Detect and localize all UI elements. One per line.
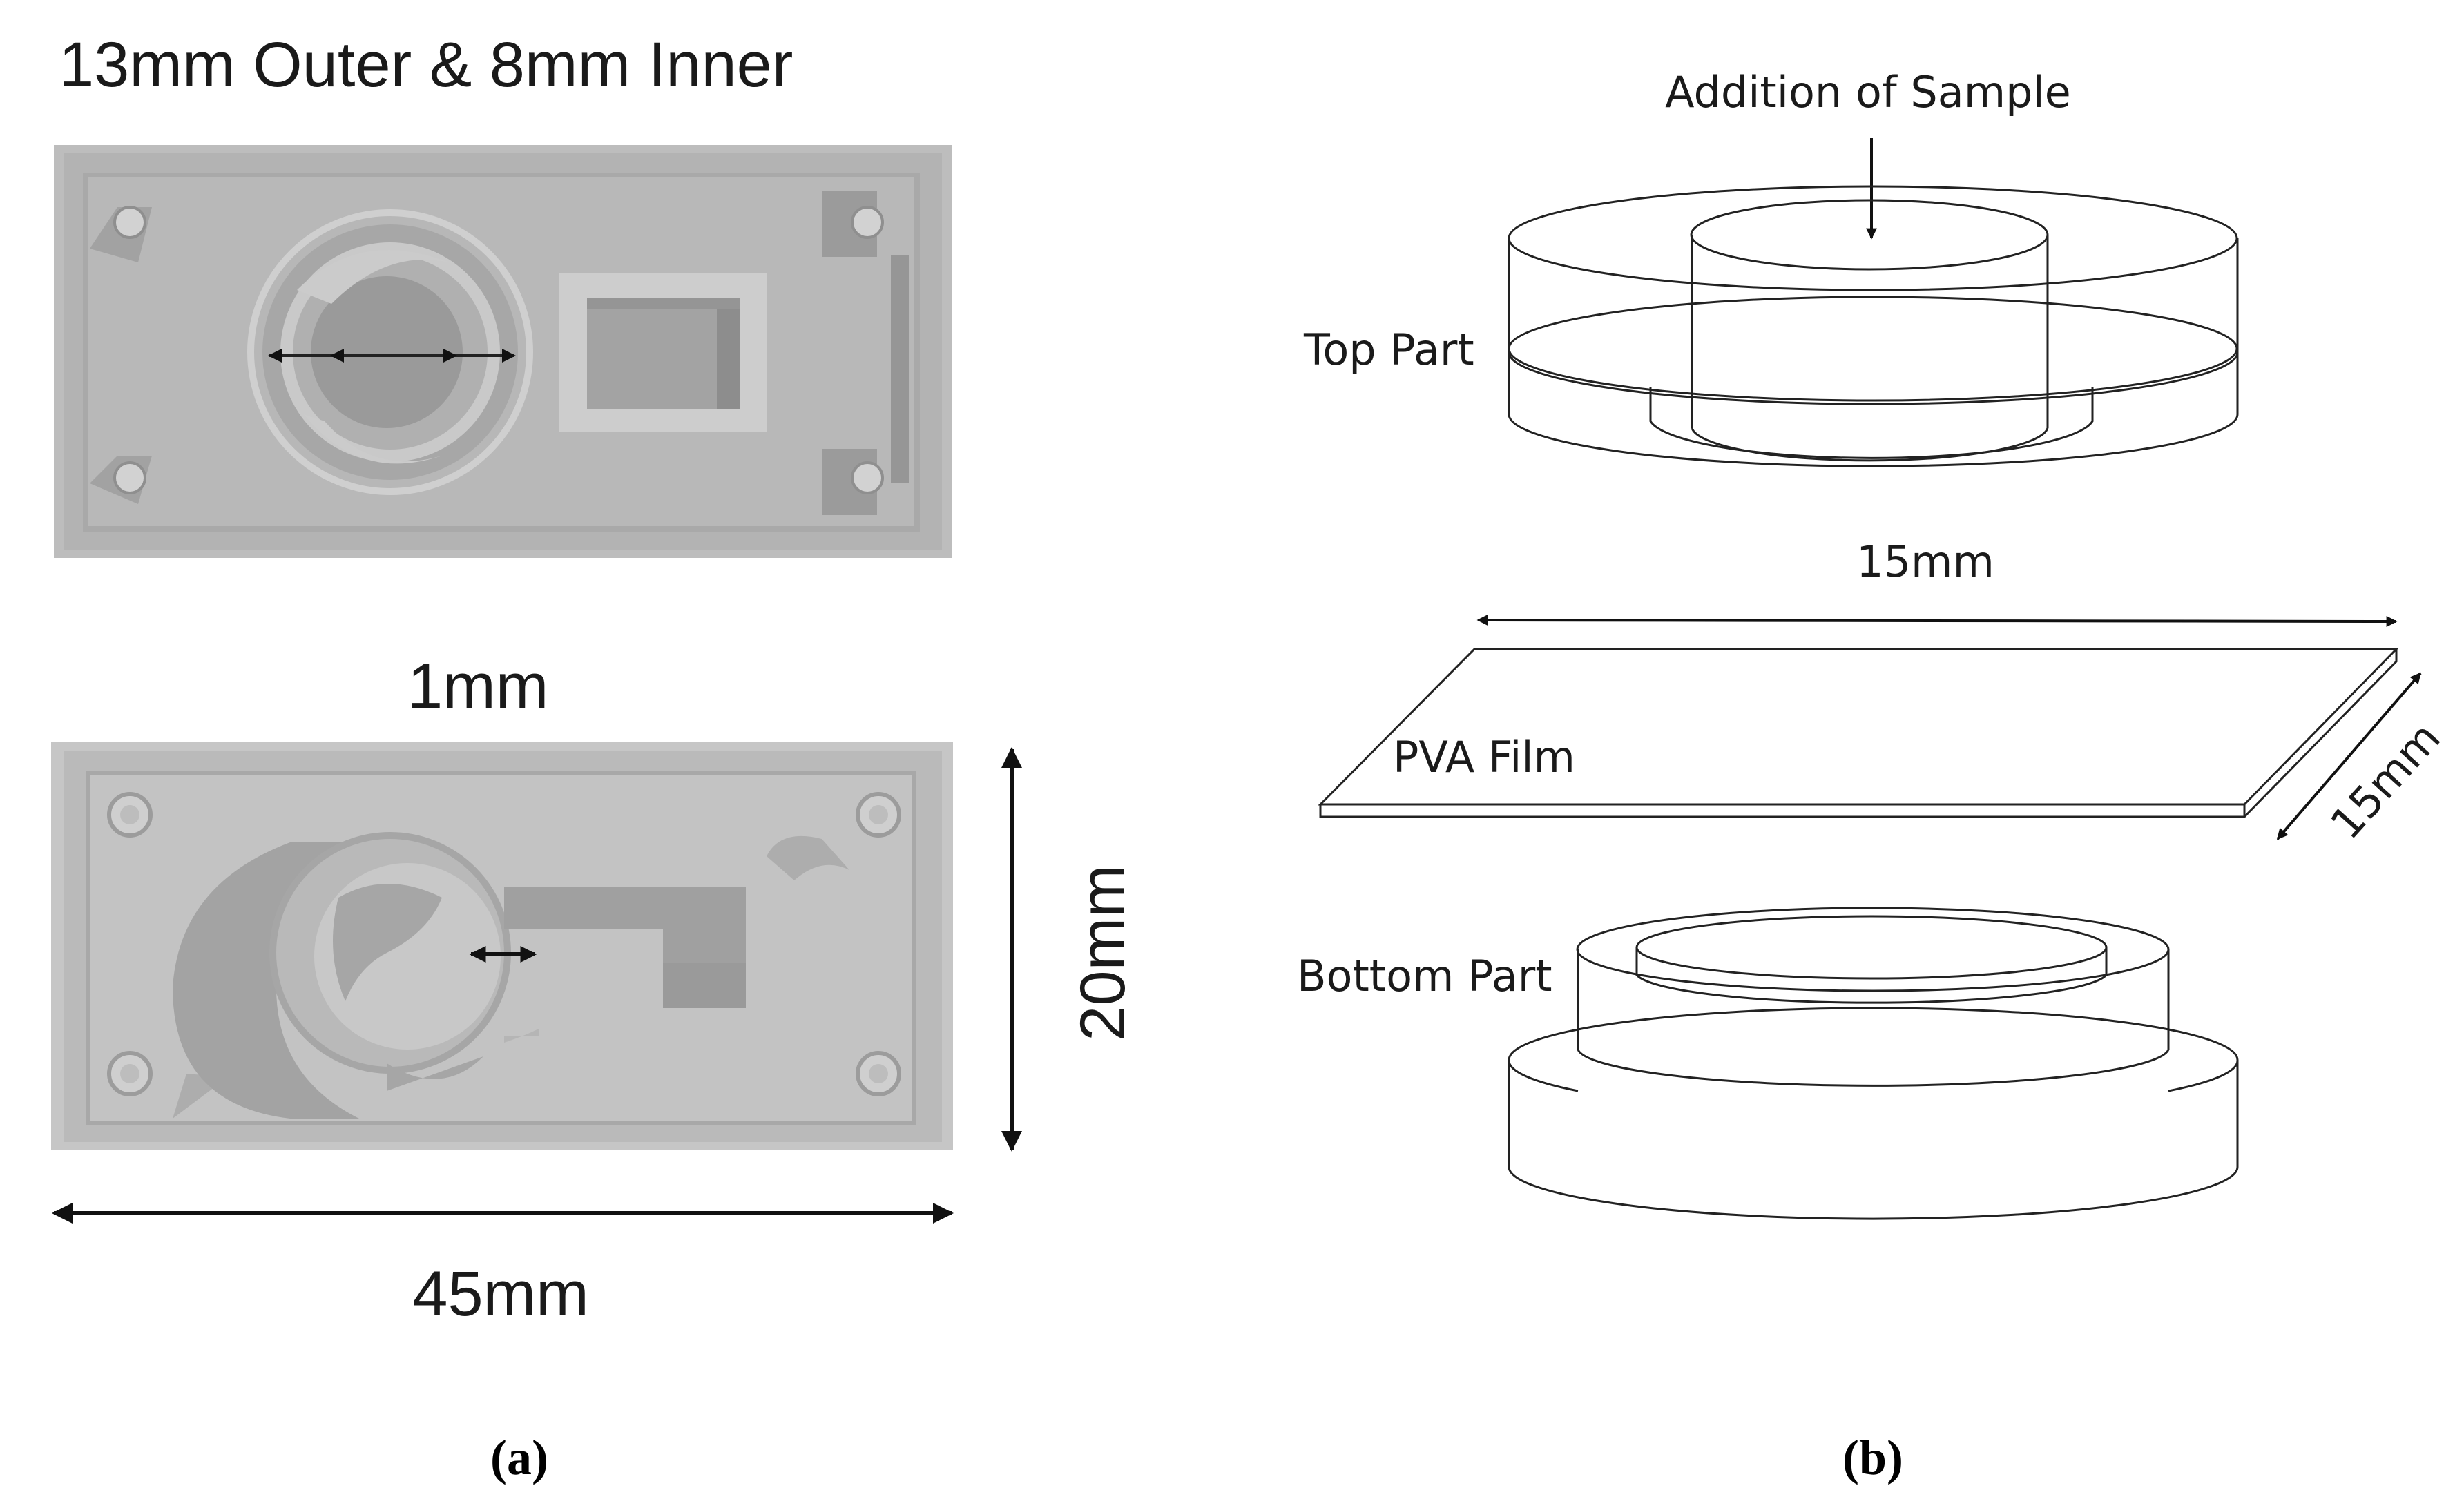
top-plate-render (54, 145, 952, 558)
panel-a-title: 13mm Outer & 8mm Inner (59, 30, 793, 100)
top-part-drawing (1508, 185, 2239, 467)
bottom-part-drawing (1508, 907, 2239, 1220)
film-width-label: 15mm (2320, 713, 2450, 849)
top-part-label: Top Part (1303, 325, 1474, 375)
film-length-arrow (1476, 615, 2398, 627)
caption-b: (b) (1842, 1430, 1903, 1485)
panel-a: 13mm Outer & 8mm Inner (51, 30, 1138, 1485)
film-label: PVA Film (1393, 732, 1575, 782)
bottom-plate-render (51, 742, 953, 1150)
gap-label: 1mm (407, 651, 548, 722)
bottom-part-label: Bottom Part (1297, 951, 1552, 1001)
panel-b: Addition of Sample Top Part 15mm PVA Fil… (1297, 67, 2450, 1485)
width-label: 45mm (412, 1259, 589, 1329)
caption-a: (a) (490, 1430, 548, 1485)
film-width-arrow (2276, 672, 2422, 840)
sample-label: Addition of Sample (1665, 67, 2071, 117)
film-length-label: 15mm (1856, 536, 1994, 587)
height-label: 20mm (1068, 864, 1138, 1041)
